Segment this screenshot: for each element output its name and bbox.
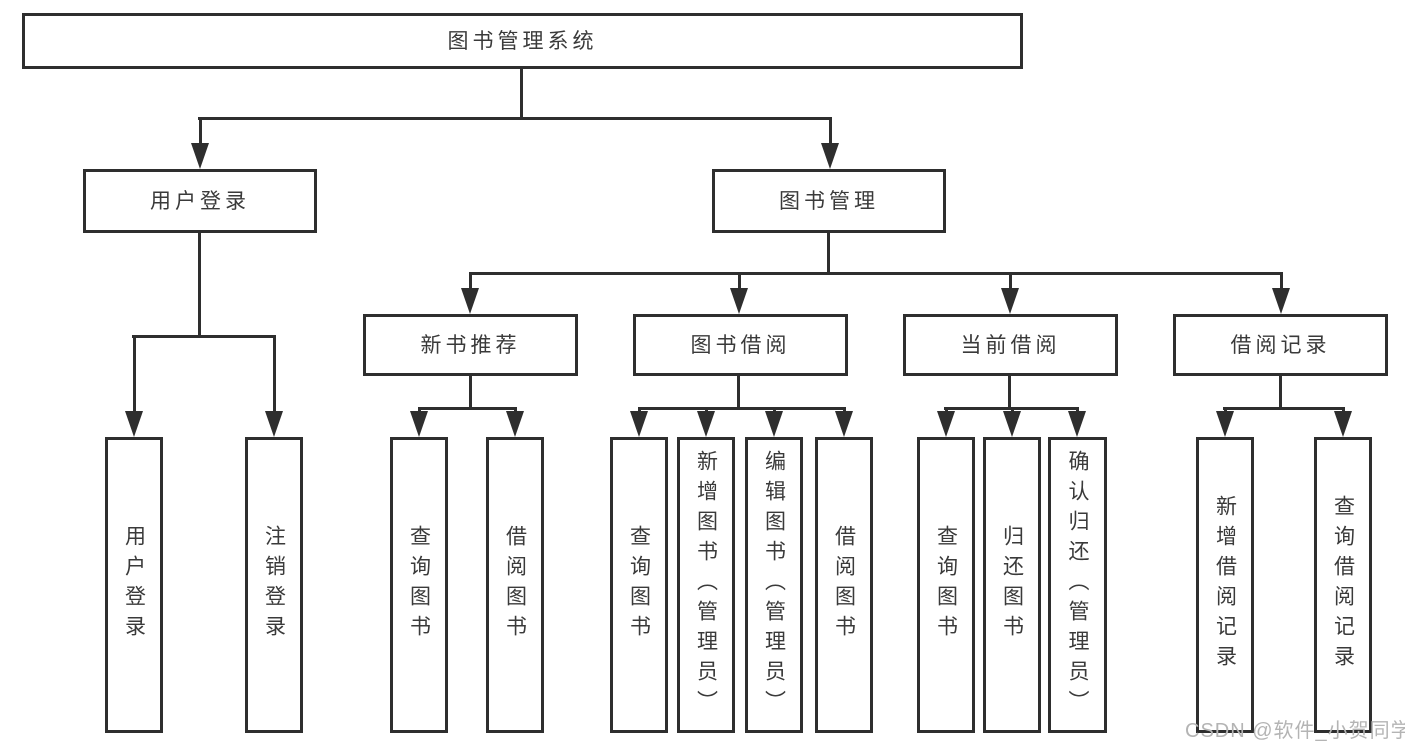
arrow-down-icon <box>1068 411 1086 437</box>
arrow-shaft <box>1341 407 1345 413</box>
node-label-new-book-recommend: 新书推荐 <box>420 333 521 357</box>
node-user-login: 用户登录 <box>83 169 317 233</box>
node-label-leaf-query-borrow-record: 查询借阅记录 <box>1331 495 1355 675</box>
node-label-leaf-borrow-books-b: 借阅图书 <box>832 525 856 645</box>
arrow-shaft <box>1279 272 1283 290</box>
node-leaf-user-login: 用户登录 <box>105 437 163 733</box>
arrow-shaft <box>1008 272 1012 290</box>
connector-line <box>132 335 276 338</box>
arrow-down-icon <box>125 411 143 437</box>
arrow-shaft <box>1223 407 1227 413</box>
arrow-down-icon <box>506 411 524 437</box>
connector-line <box>198 117 832 120</box>
arrow-shaft <box>468 272 472 290</box>
arrow-down-icon <box>1272 288 1290 314</box>
arrow-down-icon <box>765 411 783 437</box>
node-label-leaf-query-books-c: 查询图书 <box>934 525 958 645</box>
node-leaf-add-borrow-record: 新增借阅记录 <box>1196 437 1254 733</box>
arrow-shaft <box>132 335 136 413</box>
node-leaf-return-books: 归还图书 <box>983 437 1041 733</box>
node-label-leaf-query-books-b: 查询图书 <box>627 525 651 645</box>
node-borrowing-records: 借阅记录 <box>1173 314 1388 376</box>
node-label-leaf-return-books: 归还图书 <box>1000 525 1024 645</box>
arrow-down-icon <box>630 411 648 437</box>
arrow-down-icon <box>461 288 479 314</box>
connector-line <box>469 272 1283 275</box>
node-label-current-borrowing: 当前借阅 <box>960 333 1061 357</box>
arrow-down-icon <box>697 411 715 437</box>
node-label-leaf-borrow-books-a: 借阅图书 <box>503 525 527 645</box>
node-book-management: 图书管理 <box>712 169 946 233</box>
arrow-shaft <box>842 407 846 413</box>
connector-line <box>1223 407 1344 410</box>
node-label-system-root: 图书管理系统 <box>447 29 598 53</box>
arrow-shaft <box>417 407 421 413</box>
node-leaf-borrow-books-b: 借阅图书 <box>815 437 873 733</box>
arrow-down-icon <box>937 411 955 437</box>
arrow-down-icon <box>1216 411 1234 437</box>
node-label-leaf-query-books-a: 查询图书 <box>407 525 431 645</box>
arrow-shaft <box>1075 407 1079 413</box>
arrow-down-icon <box>265 411 283 437</box>
node-leaf-logout-login: 注销登录 <box>245 437 303 733</box>
node-leaf-query-books-c: 查询图书 <box>917 437 975 733</box>
node-leaf-query-books-b: 查询图书 <box>610 437 668 733</box>
node-leaf-add-books-admin: 新增图书（管理员） <box>677 437 735 733</box>
node-label-leaf-logout-login: 注销登录 <box>262 525 286 645</box>
arrow-down-icon <box>821 143 839 169</box>
arrow-down-icon <box>1001 288 1019 314</box>
arrow-shaft <box>198 117 202 145</box>
node-leaf-borrow-books-a: 借阅图书 <box>486 437 544 733</box>
node-leaf-confirm-return-admin: 确认归还（管理员） <box>1048 437 1107 733</box>
arrow-shaft <box>944 407 948 413</box>
node-current-borrowing: 当前借阅 <box>903 314 1118 376</box>
node-leaf-query-borrow-record: 查询借阅记录 <box>1314 437 1372 733</box>
arrow-down-icon <box>1003 411 1021 437</box>
connector-line <box>418 407 517 410</box>
arrow-shaft <box>1010 407 1014 413</box>
node-label-book-borrowing: 图书借阅 <box>690 333 791 357</box>
arrow-shaft <box>737 272 741 290</box>
node-book-borrowing: 图书借阅 <box>633 314 848 376</box>
connector-line <box>638 407 846 410</box>
arrow-shaft <box>637 407 641 413</box>
node-new-book-recommend: 新书推荐 <box>363 314 578 376</box>
node-label-leaf-user-login: 用户登录 <box>122 525 146 645</box>
node-leaf-edit-books-admin: 编辑图书（管理员） <box>745 437 803 733</box>
node-label-leaf-add-books-admin: 新增图书（管理员） <box>694 450 718 720</box>
arrow-shaft <box>704 407 708 413</box>
arrow-down-icon <box>191 143 209 169</box>
node-label-leaf-confirm-return-admin: 确认归还（管理员） <box>1066 450 1089 720</box>
node-label-user-login: 用户登录 <box>150 189 250 213</box>
arrow-down-icon <box>835 411 853 437</box>
connector-line <box>469 376 472 409</box>
csdn-watermark: CSDN @软件_小贺同学 <box>1185 720 1405 742</box>
connector-line <box>1008 376 1011 409</box>
node-label-borrowing-records: 借阅记录 <box>1230 333 1331 357</box>
connector-line <box>520 69 523 119</box>
node-label-leaf-edit-books-admin: 编辑图书（管理员） <box>762 450 786 720</box>
node-leaf-query-books-a: 查询图书 <box>390 437 448 733</box>
arrow-shaft <box>513 407 517 413</box>
arrow-down-icon <box>410 411 428 437</box>
connector-line <box>827 233 830 274</box>
node-label-book-management: 图书管理 <box>779 189 879 213</box>
arrow-down-icon <box>730 288 748 314</box>
arrow-down-icon <box>1334 411 1352 437</box>
connector-line <box>198 233 201 337</box>
arrow-shaft <box>828 117 832 145</box>
node-system-root: 图书管理系统 <box>22 13 1023 69</box>
arrow-shaft <box>772 407 776 413</box>
node-label-leaf-add-borrow-record: 新增借阅记录 <box>1213 495 1237 675</box>
connector-line <box>1279 376 1282 409</box>
arrow-shaft <box>272 335 276 413</box>
connector-line <box>737 376 740 409</box>
